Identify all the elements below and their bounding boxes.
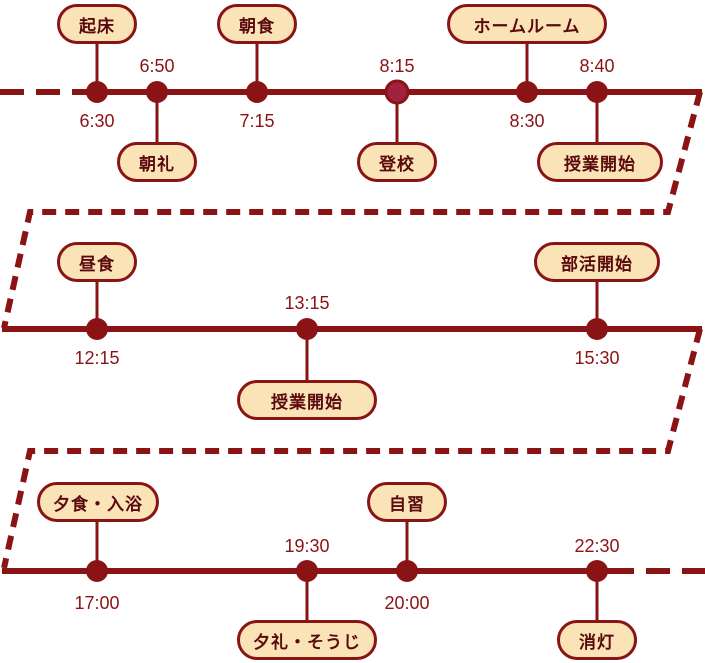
event-dot bbox=[86, 560, 108, 582]
event-dot bbox=[296, 560, 318, 582]
event-time-self-study: 20:00 bbox=[384, 593, 430, 613]
event-time-wake-up: 6:30 bbox=[79, 111, 115, 131]
event-time-evening-cleaning: 19:30 bbox=[284, 536, 330, 556]
event-time-breakfast: 7:15 bbox=[239, 111, 275, 131]
event-dot bbox=[146, 81, 168, 103]
event-label-afternoon-class: 授業開始 bbox=[237, 380, 377, 420]
event-time-club-start: 15:30 bbox=[574, 348, 620, 368]
event-dot bbox=[586, 81, 608, 103]
event-label-wake-up: 起床 bbox=[57, 4, 137, 44]
event-time-go-to-school: 8:15 bbox=[379, 56, 415, 76]
event-label-evening-cleaning: 夕礼・そうじ bbox=[237, 620, 377, 660]
event-dot-highlight bbox=[384, 79, 410, 105]
event-time-homeroom: 8:30 bbox=[509, 111, 545, 131]
event-label-lunch: 昼食 bbox=[57, 242, 137, 282]
event-dot bbox=[396, 560, 418, 582]
event-label-morning-assembly: 朝礼 bbox=[117, 142, 197, 182]
event-time-lunch: 12:15 bbox=[74, 348, 120, 368]
event-dot bbox=[296, 318, 318, 340]
event-label-class-start: 授業開始 bbox=[537, 142, 663, 182]
event-label-go-to-school: 登校 bbox=[357, 142, 437, 182]
event-time-class-start: 8:40 bbox=[579, 56, 615, 76]
event-label-self-study: 自習 bbox=[367, 482, 447, 522]
event-label-dinner-bath: 夕食・入浴 bbox=[37, 482, 159, 522]
event-dot bbox=[516, 81, 538, 103]
event-dot bbox=[246, 81, 268, 103]
wrap-connector-1 bbox=[1, 91, 703, 329]
event-dot bbox=[586, 318, 608, 340]
event-dot bbox=[86, 318, 108, 340]
event-dot bbox=[586, 560, 608, 582]
wrap-connector-2 bbox=[1, 328, 703, 569]
event-time-morning-assembly: 6:50 bbox=[139, 56, 175, 76]
event-label-lights-out: 消灯 bbox=[557, 620, 637, 660]
event-time-afternoon-class: 13:15 bbox=[284, 293, 330, 313]
event-time-dinner-bath: 17:00 bbox=[74, 593, 120, 613]
event-label-breakfast: 朝食 bbox=[217, 4, 297, 44]
event-dot bbox=[86, 81, 108, 103]
event-label-club-start: 部活開始 bbox=[534, 242, 660, 282]
event-time-lights-out: 22:30 bbox=[574, 536, 620, 556]
event-label-homeroom: ホームルーム bbox=[447, 4, 607, 44]
